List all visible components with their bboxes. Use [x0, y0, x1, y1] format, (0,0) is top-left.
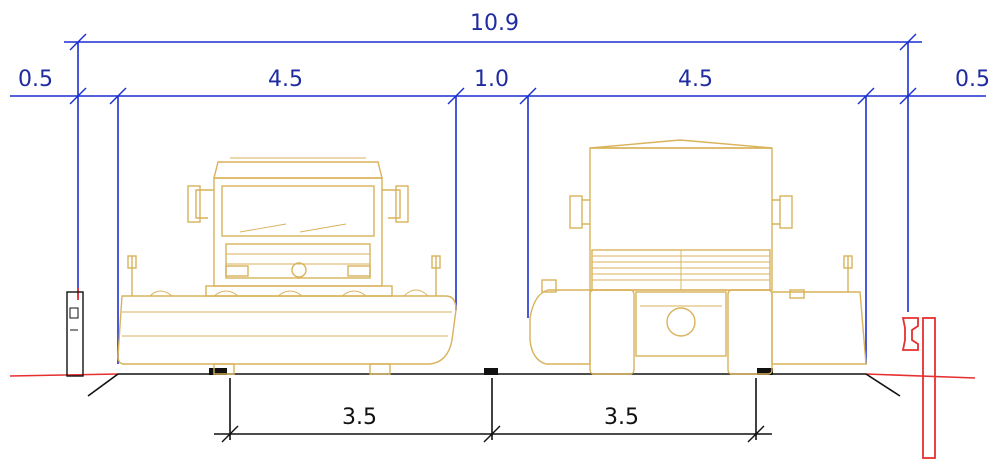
middle-gap-label: 1.0 — [474, 67, 509, 92]
left-margin-label: 0.5 — [18, 67, 53, 92]
left-clearance-label: 4.5 — [268, 67, 303, 92]
left-lane-width-label: 3.5 — [342, 405, 377, 430]
right-lane-width-label: 3.5 — [604, 405, 639, 430]
lane-marker-center — [484, 368, 498, 375]
clearance-envelope-lines — [77, 96, 909, 364]
lane-marker-left — [209, 368, 227, 375]
total-width-label: 10.9 — [470, 11, 519, 36]
total-width-dimension: 10.9 — [64, 11, 922, 96]
guardrail-icon — [901, 317, 936, 459]
lane-width-dimension: 3.5 3.5 — [214, 378, 772, 443]
right-clearance-label: 4.5 — [678, 67, 713, 92]
snowplow-truck-front-icon — [117, 157, 457, 375]
snowplow-truck-rear-icon — [529, 139, 867, 375]
clearance-dimension-row: 0.5 4.5 1.0 4.5 0.5 — [10, 67, 990, 105]
right-margin-label: 0.5 — [955, 67, 990, 92]
roadside-post-icon — [66, 291, 84, 377]
lane-marker-right — [757, 368, 773, 375]
